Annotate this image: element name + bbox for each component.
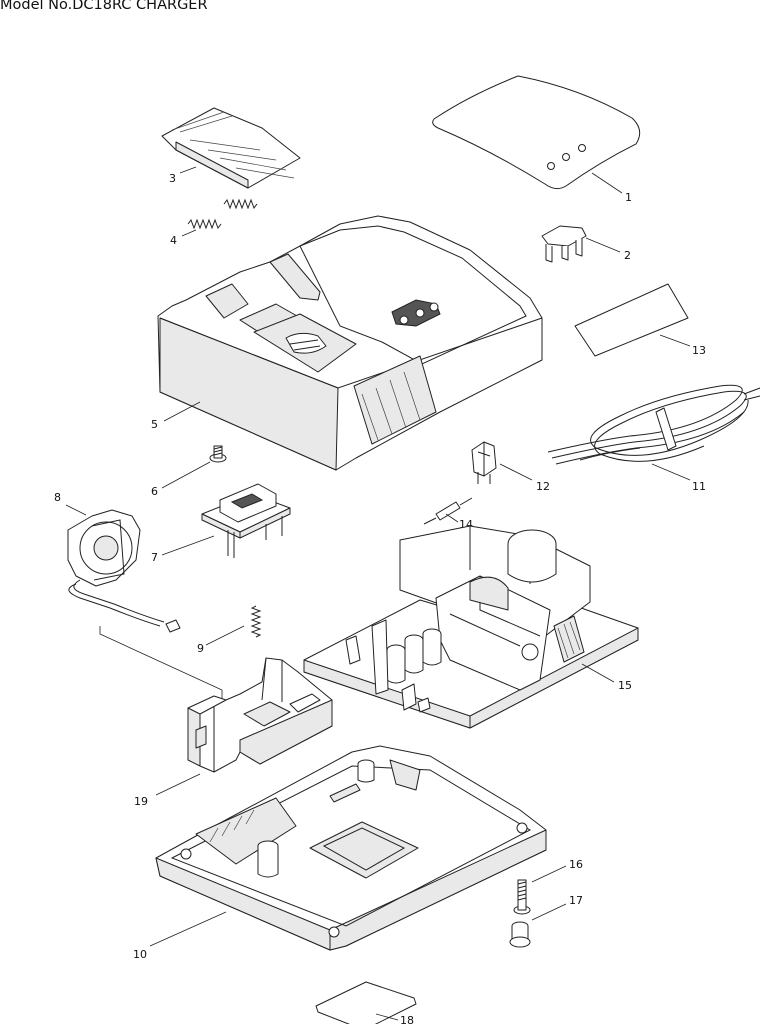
diagram-title: Model No.DC18RC CHARGER (0, 0, 208, 13)
part-label-2: 2 (624, 249, 631, 262)
part-label-10: 10 (133, 948, 147, 961)
part-16-screw[interactable] (513, 879, 531, 915)
part-label-4: 4 (170, 234, 177, 247)
part-17-foot[interactable] (509, 921, 531, 948)
part-3-cover[interactable] (161, 107, 301, 189)
part-label-11: 11 (692, 480, 706, 493)
part-label-16: 16 (569, 858, 583, 871)
part-15-pcb-assembly[interactable] (303, 525, 639, 729)
part-13-label[interactable] (574, 283, 689, 357)
part-2-button[interactable] (541, 225, 587, 263)
part-4-springs[interactable] (187, 198, 258, 230)
part-7-terminal-holder[interactable] (201, 483, 291, 558)
part-label-15: 15 (618, 679, 632, 692)
part-label-6: 6 (151, 485, 158, 498)
part-label-1: 1 (625, 191, 632, 204)
part-label-17: 17 (569, 894, 583, 907)
part-6-screw[interactable] (209, 445, 227, 463)
part-8-fan[interactable] (67, 509, 181, 633)
part-label-5: 5 (151, 418, 158, 431)
part-10-bottom-housing[interactable] (155, 745, 547, 951)
part-label-8: 8 (54, 491, 61, 504)
part-label-12: 12 (536, 480, 550, 493)
part-9-spring[interactable] (250, 605, 262, 638)
part-5-top-housing[interactable] (157, 215, 543, 471)
part-11-cord[interactable] (547, 384, 761, 465)
part-label-9: 9 (197, 642, 204, 655)
part-label-19: 19 (134, 795, 148, 808)
part-12-switch[interactable] (471, 441, 497, 484)
part-14-fuse[interactable] (423, 497, 473, 525)
part-label-13: 13 (692, 344, 706, 357)
part-label-18: 18 (400, 1014, 414, 1024)
part-label-3: 3 (169, 172, 176, 185)
part-19-inner-frame[interactable] (187, 657, 333, 773)
part-1-label-sheet[interactable] (432, 75, 641, 190)
part-18-label[interactable] (315, 981, 417, 1024)
part-label-7: 7 (151, 551, 158, 564)
